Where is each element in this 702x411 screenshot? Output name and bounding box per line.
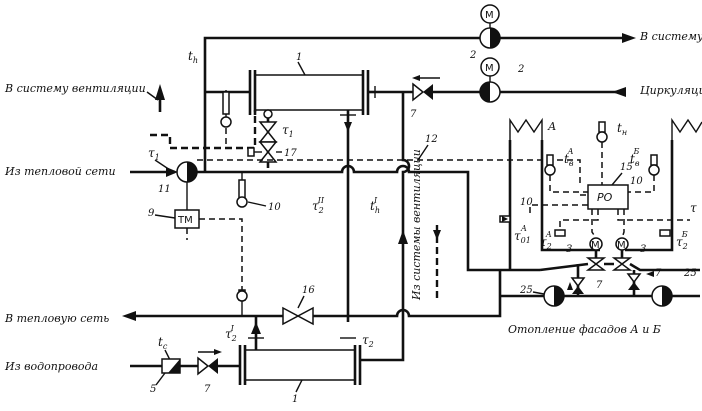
svg-text:М: М [617,240,626,251]
motor-label-top: М [485,10,494,21]
sym-tau2-I: τ2I [225,324,237,343]
heat-meter-label: ТМ [177,215,193,226]
num-25-left: 25 [519,285,533,296]
label-circulation: Циркуляция водоснабжения [640,84,702,97]
sym-th-top: th [188,49,198,65]
sym-tBA: tвА [564,147,574,168]
control-valve-17[interactable] [258,121,278,134]
controller-RO-15[interactable] [587,184,629,210]
check-valve-7-right-a[interactable] [570,277,586,288]
label-to-ventilation: В систему вентиляции [4,82,146,95]
sym-tau1-left: τ1 [148,146,160,162]
sym-tH: tн [617,121,627,137]
signal-line-12 [197,159,581,185]
sym-tau2A: τ2А [540,230,552,251]
arrow-circulation-in [612,87,626,97]
pipe-ventilation-return [360,92,411,362]
num-25-right: 25 [683,268,697,279]
motor-pump-2-top [480,4,500,24]
num-7-top: 7 [410,109,417,120]
num-12: 12 [425,134,438,145]
sym-tau1-valve: τ1 [282,123,294,139]
label-to-water-supply: В систему водоснабжения [639,30,702,43]
svg-text:М: М [591,240,600,251]
heat-exchanger-1-top[interactable] [254,74,364,111]
num-7-bottom: 7 [204,384,211,395]
motor-label-mid: М [485,63,494,74]
check-valve-7-right-b[interactable] [626,273,642,284]
sym-tau2-II: τ2II [312,196,325,215]
num-1-top: 1 [296,52,302,63]
sym-tau01A: τ01А [514,224,531,245]
num-5: 5 [150,384,156,395]
check-valve-7-bottom[interactable] [197,356,210,376]
num-2-top: 2 [469,50,476,61]
sensor-tau2B [659,229,671,237]
sym-tc: tc [158,335,168,351]
num-15: 15 [620,162,633,173]
pipe-hot-water-top [203,36,480,108]
thermometer-outdoor [598,121,606,133]
radiator-A [509,117,543,140]
motor-pump-2-mid [480,57,500,77]
num-7-right-a: 7 [596,280,603,291]
thermometer-top [222,91,230,115]
sensor-tau2A [554,229,566,237]
sym-tau2-bottom: τ2 [362,333,374,349]
label-from-water-main: Из водопровода [4,360,98,373]
zone-A: А [547,120,556,133]
num-10-right-a: 10 [520,197,533,208]
sym-tau-right: τ [690,201,697,215]
num-2-mid: 2 [517,64,524,75]
label-to-heat-network: В тепловую сеть [4,312,109,325]
num-9: 9 [148,208,155,219]
radiator-B [671,117,702,140]
thermometer-10-left [238,179,246,199]
num-10-right-b: 10 [630,176,643,187]
num-17: 17 [284,148,297,159]
num-11: 11 [158,184,171,195]
thermometer-indoor-B [650,154,658,166]
valve-16[interactable] [282,306,300,326]
num-7-right-b: 7 [655,268,662,279]
num-10-left: 10 [268,202,281,213]
num-16: 16 [302,285,315,296]
arrow-to-ventilation [155,84,165,100]
num-3-right: 3 [640,244,646,255]
num-1-bottom: 1 [292,394,298,405]
sym-tBB: tвБ [630,147,640,168]
sym-th-I: thI [370,196,380,215]
controller-label: РО [597,191,613,204]
arrow-to-water-supply [622,33,636,43]
heat-exchanger-1-bottom[interactable] [244,349,356,381]
thermometer-indoor-A [546,154,554,166]
label-from-ventilation: Из системы вентиляции [410,149,423,301]
num-3-left: 3 [566,244,572,255]
sym-tau2B: τ2Б [676,230,688,251]
label-from-heat-network: Из тепловой сети [4,165,116,178]
pipe-to-ventilation [150,110,257,150]
check-valve-7-top[interactable] [412,82,425,102]
label-facade-heating: Отопление фасадов А и Б [508,323,661,336]
